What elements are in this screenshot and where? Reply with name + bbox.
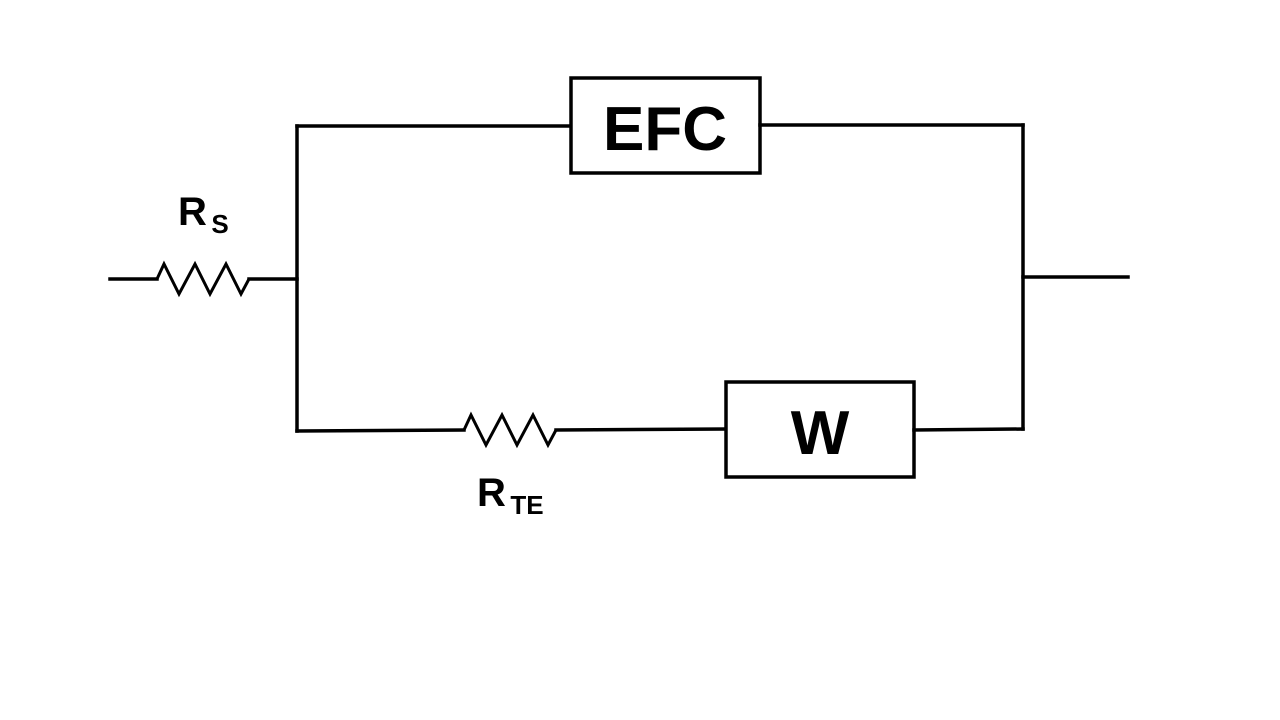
efc-label: EFC (603, 95, 727, 164)
rs-label-main: R (178, 190, 207, 234)
rs-label-subscript: S (211, 209, 228, 239)
bottom-branch-left-wire (295, 428, 466, 433)
rte-label: R TE (477, 471, 544, 520)
rte-label-main: R (477, 471, 506, 515)
rs-resistor-symbol (155, 260, 251, 298)
w-label: W (791, 399, 850, 468)
bottom-branch-right-wire (912, 427, 1025, 432)
bottom-branch-mid-wire (554, 427, 728, 432)
rte-label-subscript: TE (510, 490, 543, 520)
rs-label: R S (178, 190, 229, 239)
rte-resistor-symbol (462, 411, 558, 449)
w-element-box (724, 380, 916, 479)
efc-element-box (569, 76, 762, 175)
